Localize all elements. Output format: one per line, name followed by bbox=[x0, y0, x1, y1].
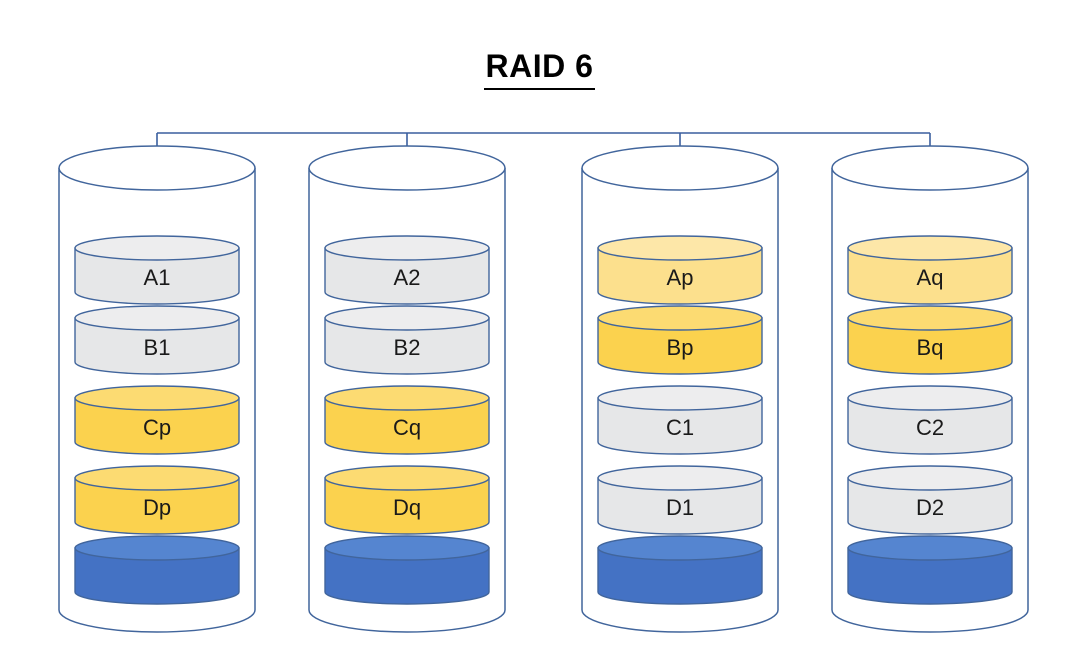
platter-3-1-parity-light[interactable] bbox=[597, 235, 763, 305]
diagram-title-wrap: RAID 6 bbox=[0, 48, 1079, 90]
platter-body bbox=[847, 317, 1013, 375]
platter-1-5-spare[interactable] bbox=[74, 535, 240, 605]
platter-body bbox=[74, 317, 240, 375]
cylinder-top-ellipse bbox=[581, 145, 779, 191]
platter-3-2-parity[interactable] bbox=[597, 305, 763, 375]
disk-platter-layer bbox=[74, 235, 1013, 605]
platter-top-cap bbox=[847, 305, 1013, 331]
disk-3-shell[interactable] bbox=[581, 145, 779, 633]
platter-body bbox=[597, 247, 763, 305]
platter-body bbox=[847, 547, 1013, 605]
platter-1-1-data[interactable] bbox=[74, 235, 240, 305]
platter-3-3-data[interactable] bbox=[597, 385, 763, 455]
platter-body bbox=[74, 397, 240, 455]
platter-body bbox=[847, 477, 1013, 535]
platter-top-cap bbox=[74, 465, 240, 491]
disk-2-shell[interactable] bbox=[308, 145, 506, 633]
disk-1-shell[interactable] bbox=[58, 145, 256, 633]
platter-top-cap bbox=[74, 535, 240, 561]
platter-body bbox=[74, 477, 240, 535]
platter-top-cap bbox=[324, 385, 490, 411]
platter-top-cap bbox=[74, 305, 240, 331]
platter-body bbox=[847, 247, 1013, 305]
platter-body bbox=[324, 547, 490, 605]
platter-2-4-parity[interactable] bbox=[324, 465, 490, 535]
cylinder-top-ellipse bbox=[58, 145, 256, 191]
platter-body bbox=[597, 397, 763, 455]
platter-top-cap bbox=[324, 235, 490, 261]
platter-body bbox=[324, 397, 490, 455]
platter-body bbox=[597, 477, 763, 535]
platter-4-2-parity[interactable] bbox=[847, 305, 1013, 375]
platter-top-cap bbox=[74, 385, 240, 411]
cylinder-top-ellipse bbox=[831, 145, 1029, 191]
platter-2-1-data[interactable] bbox=[324, 235, 490, 305]
platter-top-cap bbox=[597, 465, 763, 491]
platter-2-5-spare[interactable] bbox=[324, 535, 490, 605]
cylinder-top-ellipse bbox=[308, 145, 506, 191]
platter-top-cap bbox=[74, 235, 240, 261]
cylinder-bottom-arc bbox=[581, 609, 779, 633]
platter-top-cap bbox=[847, 535, 1013, 561]
platter-top-cap bbox=[847, 235, 1013, 261]
cylinder-bottom-arc bbox=[831, 609, 1029, 633]
platter-body bbox=[74, 247, 240, 305]
disk-cylinder-layer bbox=[58, 145, 1029, 633]
platter-4-1-parity-light[interactable] bbox=[847, 235, 1013, 305]
platter-4-3-data[interactable] bbox=[847, 385, 1013, 455]
platter-4-5-spare[interactable] bbox=[847, 535, 1013, 605]
platter-top-cap bbox=[847, 465, 1013, 491]
platter-1-4-parity[interactable] bbox=[74, 465, 240, 535]
platter-top-cap bbox=[847, 385, 1013, 411]
platter-body bbox=[324, 247, 490, 305]
page-title: RAID 6 bbox=[483, 48, 596, 90]
platter-top-cap bbox=[597, 385, 763, 411]
platter-top-cap bbox=[597, 535, 763, 561]
platter-body bbox=[597, 317, 763, 375]
platter-2-3-parity[interactable] bbox=[324, 385, 490, 455]
platter-top-cap bbox=[597, 305, 763, 331]
platter-top-cap bbox=[324, 465, 490, 491]
platter-4-4-data[interactable] bbox=[847, 465, 1013, 535]
platter-body bbox=[324, 477, 490, 535]
cylinder-bottom-arc bbox=[58, 609, 256, 633]
platter-body bbox=[597, 547, 763, 605]
platter-3-4-data[interactable] bbox=[597, 465, 763, 535]
platter-3-5-spare[interactable] bbox=[597, 535, 763, 605]
platter-body bbox=[324, 317, 490, 375]
controller-bus-layer bbox=[156, 132, 931, 175]
platter-top-cap bbox=[324, 305, 490, 331]
platter-2-2-data[interactable] bbox=[324, 305, 490, 375]
platter-1-2-data[interactable] bbox=[74, 305, 240, 375]
platter-body bbox=[74, 547, 240, 605]
platter-body bbox=[847, 397, 1013, 455]
platter-1-3-parity[interactable] bbox=[74, 385, 240, 455]
disk-4-shell[interactable] bbox=[831, 145, 1029, 633]
platter-top-cap bbox=[597, 235, 763, 261]
cylinder-bottom-arc bbox=[308, 609, 506, 633]
platter-top-cap bbox=[324, 535, 490, 561]
